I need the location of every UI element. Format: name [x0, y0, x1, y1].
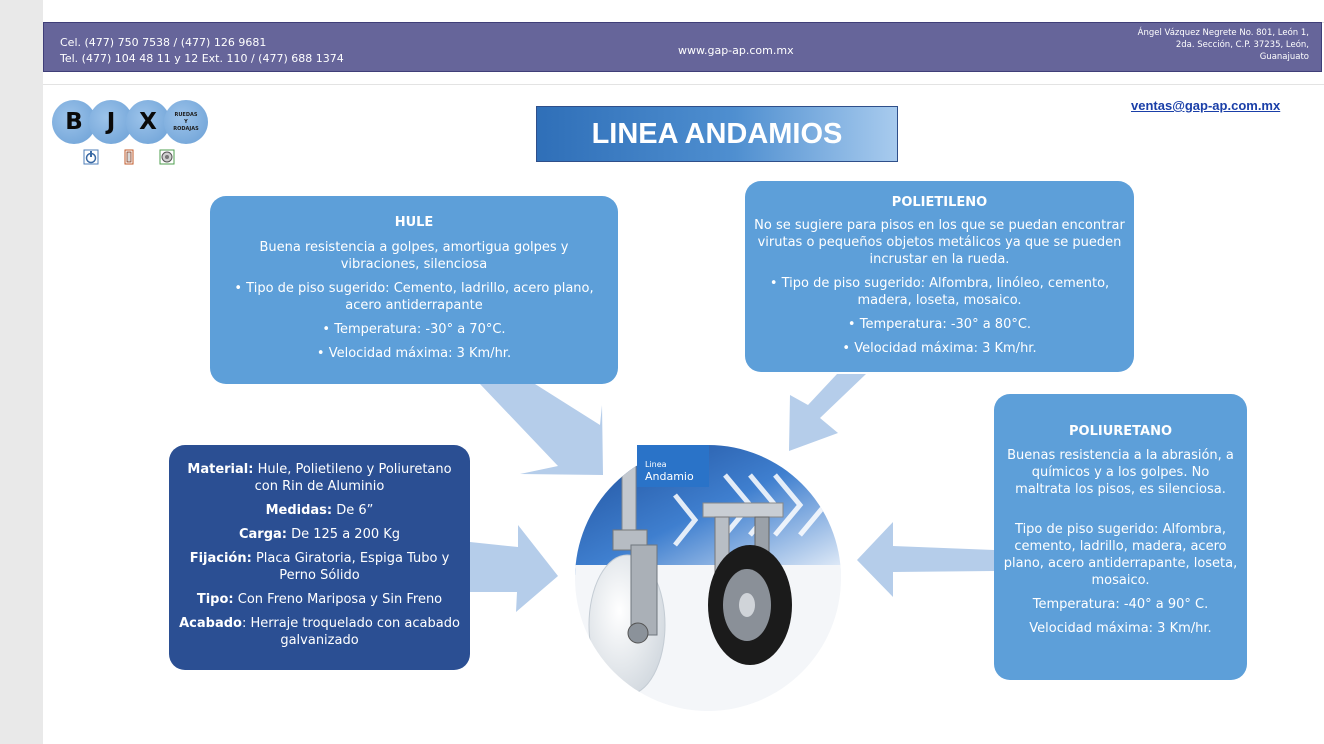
card-poliuretano-temp: Temperatura: -40° a 90° C.: [1032, 597, 1209, 612]
logo-tag-2: Y: [184, 118, 188, 125]
logo-tagline-circle: RUEDAS Y RODAJAS: [164, 100, 208, 144]
card-hule-speed: • Velocidad máxima: 3 Km/hr.: [316, 346, 512, 361]
card-hule-title: HULE: [394, 215, 434, 230]
phone-line-1: Cel. (477) 750 7538 / (477) 126 9681: [60, 36, 267, 49]
address: Ángel Vázquez Negrete No. 801, León 1, 2…: [1138, 27, 1309, 63]
card-poliuretano-desc: Buenas resistencia a la abrasión, a quím…: [1007, 448, 1234, 497]
spec-tipo-value: Con Freno Mariposa y Sin Freno: [233, 592, 443, 607]
divider: [43, 84, 1324, 85]
card-polietileno-title: POLIETILENO: [891, 195, 988, 210]
card-polietileno-floor: • Tipo de piso sugerido: Alfombra, linól…: [769, 276, 1110, 308]
spec-acabado: Acabado: Herraje troquelado con acabado …: [177, 615, 462, 649]
spec-carga-label: Carga:: [238, 527, 287, 542]
product-tag: Linea Andamio: [637, 445, 709, 487]
logo-letter-j: J: [89, 100, 133, 144]
card-poliuretano-floor: Tipo de piso sugerido: Alfombra, cemento…: [1003, 522, 1238, 588]
logo-letter-x: X: [126, 100, 170, 144]
spec-material: Material: Hule, Polietileno y Poliuretan…: [177, 461, 462, 495]
card-hule-desc: Buena resistencia a golpes, amortigua go…: [259, 240, 569, 272]
spec-medidas-value: De 6”: [332, 503, 374, 518]
logo-tag-3: RODAJAS: [173, 125, 199, 132]
card-polietileno: POLIETILENO No se sugiere para pisos en …: [745, 181, 1134, 372]
spec-fijacion-value: Placa Giratoria, Espiga Tubo y Perno Sól…: [251, 551, 450, 583]
contact-header: Cel. (477) 750 7538 / (477) 126 9681 Tel…: [43, 22, 1322, 72]
card-poliuretano: POLIURETANO Buenas resistencia a la abra…: [994, 394, 1247, 680]
white-caster: [588, 445, 666, 696]
spec-medidas-label: Medidas:: [265, 503, 333, 518]
spec-carga: Carga: De 125 a 200 Kg: [177, 526, 462, 543]
company-logo: B J X RUEDAS Y RODAJAS: [52, 100, 212, 170]
spec-material-value: Hule, Polietileno y Poliuretano con Rin …: [253, 462, 452, 494]
email-link[interactable]: ventas@gap-ap.com.mx: [1131, 98, 1281, 113]
card-hule-temp: • Temperatura: -30° a 70°C.: [322, 322, 506, 337]
product-tag-line1: Linea: [645, 460, 667, 469]
card-hule: HULE Buena resistencia a golpes, amortig…: [210, 196, 618, 384]
spec-carga-value: De 125 a 200 Kg: [286, 527, 401, 542]
logo-letter-b: B: [52, 100, 96, 144]
black-caster: [702, 502, 792, 665]
phone-line-2: Tel. (477) 104 48 11 y 12 Ext. 110 / (47…: [60, 52, 344, 65]
card-poliuretano-speed: Velocidad máxima: 3 Km/hr.: [1029, 621, 1212, 636]
card-specifications: Material: Hule, Polietileno y Poliuretan…: [169, 445, 470, 670]
card-poliuretano-title: POLIURETANO: [1069, 424, 1172, 439]
phone-numbers: Cel. (477) 750 7538 / (477) 126 9681 Tel…: [60, 35, 344, 67]
address-line-2: 2da. Sección, C.P. 37235, León,: [1175, 40, 1309, 50]
card-polietileno-temp: • Temperatura: -30° a 80°C.: [847, 317, 1032, 332]
logo-tag-1: RUEDAS: [174, 111, 198, 118]
spec-tipo-label: Tipo:: [196, 592, 234, 607]
website-link[interactable]: www.gap-ap.com.mx: [678, 44, 794, 57]
spec-acabado-value: : Herraje troquelado con acabado galvani…: [241, 616, 460, 648]
wheel-swivel-icon: [83, 149, 99, 165]
spec-tipo: Tipo: Con Freno Mariposa y Sin Freno: [177, 591, 462, 608]
page-title: LINEA ANDAMIOS: [591, 117, 843, 150]
card-polietileno-desc: No se sugiere para pisos en los que se p…: [754, 218, 1125, 267]
spec-medidas: Medidas: De 6”: [177, 502, 462, 519]
spec-material-label: Material:: [187, 462, 254, 477]
top-strip: [43, 0, 1324, 23]
card-hule-floor: • Tipo de piso sugerido: Cemento, ladril…: [234, 281, 594, 313]
wheel-side-icon: [159, 149, 175, 165]
spec-acabado-label: Acabado: [179, 616, 242, 631]
address-line-1: Ángel Vázquez Negrete No. 801, León 1,: [1137, 28, 1309, 38]
wheel-fixed-icon: [121, 149, 137, 165]
card-polietileno-speed: • Velocidad máxima: 3 Km/hr.: [842, 341, 1037, 356]
spec-fijacion-label: Fijación:: [189, 551, 252, 566]
address-line-3: Guanajuato: [1259, 52, 1309, 62]
logo-tagline: RUEDAS Y RODAJAS: [173, 112, 198, 133]
spec-fijacion: Fijación: Placa Giratoria, Espiga Tubo y…: [177, 550, 462, 584]
page-title-box: LINEA ANDAMIOS: [536, 106, 898, 162]
product-photo: Linea Andamio: [575, 445, 841, 711]
product-tag-line2: Andamio: [645, 470, 694, 483]
